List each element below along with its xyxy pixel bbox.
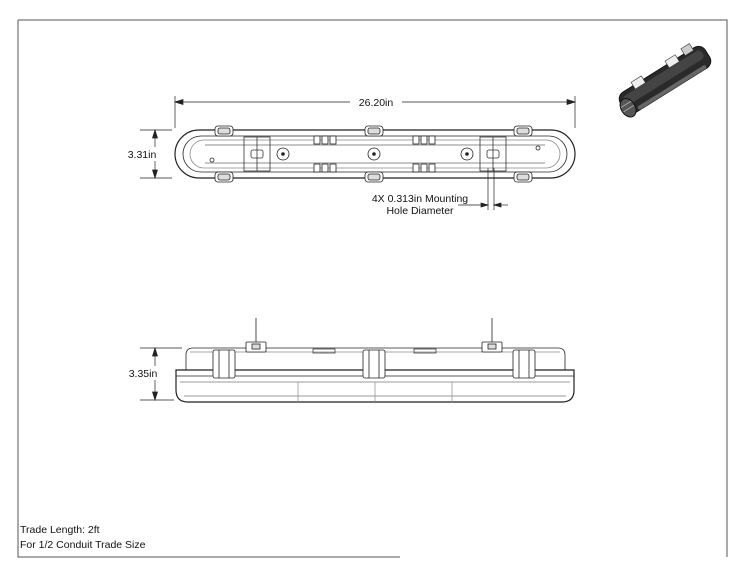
mounting-hole-callout-line1: 4X 0.313in Mounting [371,193,469,205]
side-view-brackets [245,318,503,353]
top-view [174,125,576,183]
conduit-note: For 1/2 Conduit Trade Size [20,539,146,551]
sheet-border [17,19,728,558]
side-view [175,318,575,403]
side-view-clips [212,349,536,379]
trade-length-note: Trade Length: 2ft [20,524,100,536]
height-dimension-label: 3.35in [129,368,158,380]
top-view-led-pads [313,135,436,173]
side-view-body [175,369,575,403]
height-dimension [140,346,182,402]
mounting-hole-leader [458,168,508,210]
isometric-view [618,43,712,118]
mounting-hole-callout: 4X 0.313in Mounting Hole Diameter [360,193,480,217]
top-view-mounting-holes [209,145,541,163]
length-dimension-label: 26.20in [359,97,394,109]
mounting-hole-callout-line2: Hole Diameter [386,205,454,217]
top-view-clips [214,125,533,183]
width-dimension-label: 3.31in [128,149,157,161]
top-view-brackets [243,136,507,172]
